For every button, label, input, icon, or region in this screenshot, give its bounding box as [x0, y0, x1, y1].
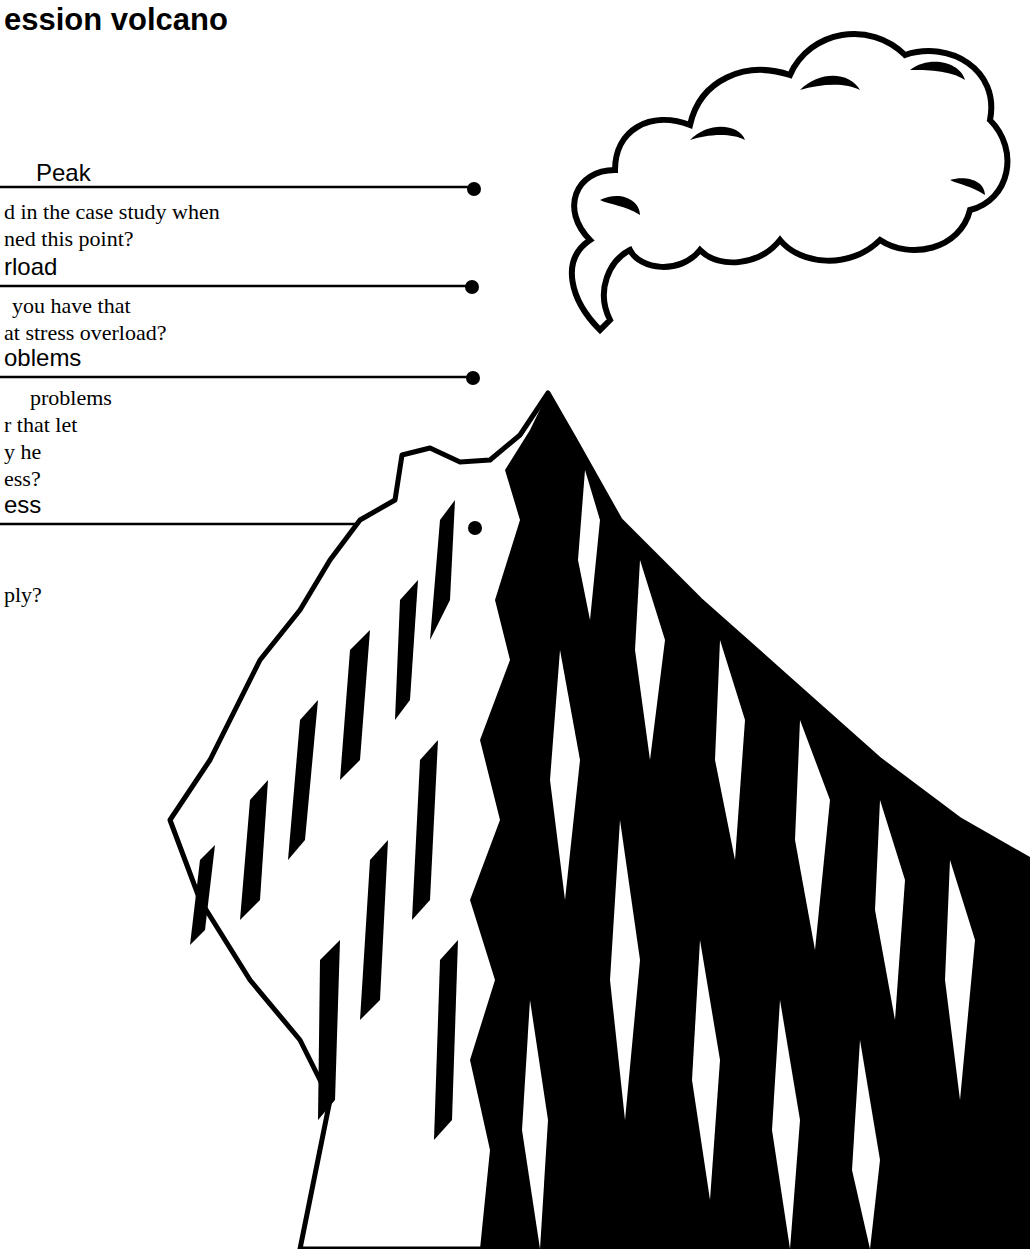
stage-name: Peak	[36, 159, 91, 187]
question-text: you have that	[12, 293, 131, 319]
smoke-plume	[572, 34, 1008, 330]
question-text: ply?	[4, 582, 42, 608]
question-text: r that let	[4, 412, 77, 438]
question-text: problems	[30, 385, 112, 411]
stage-name: ess	[4, 491, 41, 519]
worksheet-title: ession volcano	[4, 2, 228, 38]
stage-name: rload	[4, 253, 57, 281]
leader-dots	[465, 182, 482, 535]
question-text: at stress overload?	[4, 320, 167, 346]
stage-name: oblems	[4, 344, 81, 372]
question-text: ned this point?	[4, 226, 134, 252]
question-text: y he	[4, 439, 41, 465]
question-text: ess?	[4, 466, 41, 492]
question-text: d in the case study when	[4, 199, 220, 225]
